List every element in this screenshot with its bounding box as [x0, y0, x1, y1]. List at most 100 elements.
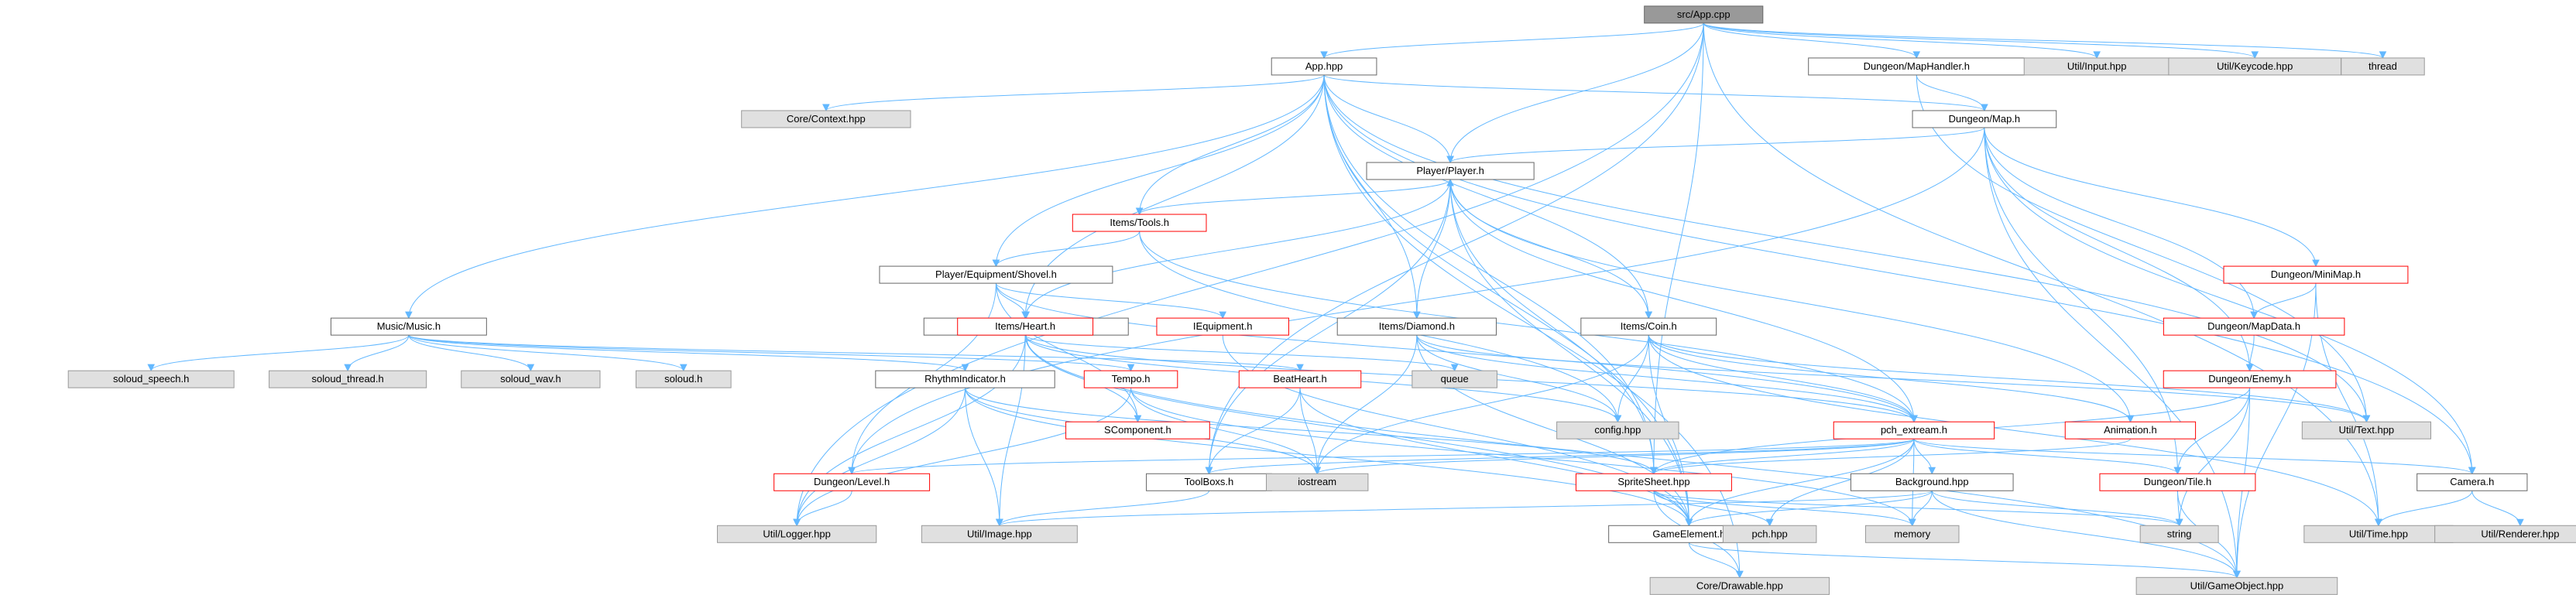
edge-music-to-tempo [408, 334, 1132, 371]
edge-app_hpp-to-music [408, 74, 1325, 319]
node-enemy[interactable]: Dungeon/Enemy.h [2163, 370, 2337, 388]
node-shovel[interactable]: Player/Equipment/Shovel.h [879, 265, 1113, 284]
node-mapdata[interactable]: Dungeon/MapData.h [2163, 317, 2345, 336]
node-config[interactable]: config.hpp [1556, 421, 1679, 439]
node-camera[interactable]: Camera.h [2417, 473, 2528, 491]
node-box [2139, 525, 2219, 543]
node-app_hpp[interactable]: App.hpp [1271, 57, 1377, 76]
node-label: App.hpp [1305, 60, 1343, 72]
edge-tempo-to-memory [1130, 388, 1913, 526]
node-dmap[interactable]: Dungeon/Map.h [1912, 110, 2057, 128]
arrowhead-app_cpp-to-app_hpp [1320, 51, 1328, 60]
node-spritesheet[interactable]: SpriteSheet.hpp [1575, 473, 1732, 491]
node-heart[interactable]: Items/Heart.h [957, 317, 1094, 336]
node-context[interactable]: Core/Context.hpp [741, 110, 911, 128]
arrowhead-camera-to-time [2375, 518, 2382, 527]
node-player[interactable]: Player/Player.h [1366, 162, 1535, 180]
node-text[interactable]: Util/Text.hpp [2301, 421, 2431, 439]
arrowhead-coin-to-config [1614, 415, 1622, 423]
edge-music-to-beatheart [408, 334, 1301, 371]
node-image[interactable]: Util/Image.hpp [921, 525, 1078, 543]
node-box [1575, 473, 1732, 491]
edge-app_cpp-to-input [1703, 22, 2098, 59]
node-app_cpp[interactable]: src/App.cpp [1644, 5, 1764, 24]
node-music[interactable]: Music/Music.h [330, 317, 487, 336]
node-swav[interactable]: soloud_wav.h [461, 370, 601, 388]
node-box [1722, 525, 1817, 543]
node-scomp[interactable]: SComponent.h [1065, 421, 1210, 439]
node-label: Util/Keycode.hpp [2217, 60, 2293, 72]
edge-coin-to-pch_ext [1648, 335, 1915, 422]
arrowhead-app_cpp-to-mapHandler [1912, 51, 1921, 60]
node-box [1649, 576, 1830, 595]
node-mapHandler[interactable]: Dungeon/MapHandler.h [1808, 57, 2025, 76]
node-box [2099, 473, 2256, 491]
node-string[interactable]: string [2139, 525, 2219, 543]
node-label: Dungeon/Level.h [814, 476, 890, 487]
node-queue[interactable]: queue [1411, 370, 1497, 388]
edge-app_cpp-to-logger [796, 22, 1704, 526]
edge-pch_ext-to-player [1449, 179, 1915, 422]
node-label: Dungeon/Tile.h [2144, 476, 2212, 487]
node-iequip[interactable]: IEquipment.h [1156, 317, 1289, 336]
node-iostream[interactable]: iostream [1266, 473, 1369, 491]
edge-rhythm-to-image [965, 388, 1000, 526]
edge-coin-to-iostream [1316, 335, 1649, 474]
edge-coin-to-time [1648, 335, 2379, 526]
node-tools[interactable]: Items/Tools.h [1072, 214, 1207, 232]
node-box [2223, 265, 2409, 284]
edge-beatheart-to-iostream [1299, 388, 1318, 474]
node-toolboxs[interactable]: ToolBoxs.h [1146, 473, 1272, 491]
node-renderer[interactable]: Util/Renderer.hpp [2434, 525, 2576, 543]
edge-player-to-heart [1024, 179, 1451, 319]
edge-app_cpp-to-spritesheet [1653, 22, 1704, 474]
arrowhead-animation-to-spritesheet [1650, 467, 1658, 475]
node-thread[interactable]: thread [2341, 57, 2425, 76]
edge-diamond-to-config [1416, 335, 1618, 422]
edge-app_hpp-to-text [1323, 74, 2367, 422]
node-rhythm[interactable]: RhythmIndicator.h [875, 370, 1055, 388]
node-input[interactable]: Util/Input.hpp [2023, 57, 2170, 76]
node-time[interactable]: Util/Time.hpp [2303, 525, 2454, 543]
edge-pch_ext-to-toolboxs [1208, 438, 1915, 474]
node-keycode[interactable]: Util/Keycode.hpp [2168, 57, 2342, 76]
node-background[interactable]: Background.hpp [1850, 473, 2014, 491]
node-drawable[interactable]: Core/Drawable.hpp [1649, 576, 1830, 595]
node-minimap[interactable]: Dungeon/MiniMap.h [2223, 265, 2409, 284]
node-label: Util/Time.hpp [2349, 528, 2408, 539]
arrowhead-app_hpp-to-context [822, 104, 830, 112]
node-box [879, 265, 1113, 284]
node-soloud[interactable]: soloud.h [635, 370, 732, 388]
node-label: Background.hpp [1895, 476, 1969, 487]
edge-toolboxs-to-image [999, 491, 1209, 526]
node-level[interactable]: Dungeon/Level.h [773, 473, 931, 491]
node-gameobject[interactable]: Util/GameObject.hpp [2135, 576, 2338, 595]
arrowhead-music-to-tempo [1127, 364, 1135, 372]
edge-background-to-string [1931, 491, 2180, 526]
node-speech[interactable]: soloud_speech.h [67, 370, 235, 388]
edge-spritesheet-to-pch [1653, 491, 1771, 526]
node-memory[interactable]: memory [1864, 525, 1960, 543]
edge-rhythm-to-spritesheet [965, 388, 1655, 474]
edge-dmap-to-gameobject [1984, 127, 2238, 578]
edge-app_hpp-to-dmap [1323, 74, 1985, 111]
node-coin[interactable]: Items/Coin.h [1580, 317, 1717, 336]
node-tempo[interactable]: Tempo.h [1083, 370, 1178, 388]
node-animation[interactable]: Animation.h [2064, 421, 2197, 439]
edge-pch_ext-to-spritesheet [1653, 438, 1915, 474]
edge-player-to-coin [1449, 179, 1649, 319]
node-box [717, 525, 877, 543]
node-logger[interactable]: Util/Logger.hpp [717, 525, 877, 543]
node-pch_ext[interactable]: pch_extream.h [1833, 421, 1995, 439]
node-label: Player/Player.h [1416, 165, 1484, 176]
node-tile[interactable]: Dungeon/Tile.h [2099, 473, 2256, 491]
node-diamond[interactable]: Items/Diamond.h [1336, 317, 1497, 336]
node-beatheart[interactable]: BeatHeart.h [1238, 370, 1362, 388]
edge-music-to-swav [408, 334, 531, 371]
edge-background-to-gameelement [1688, 491, 1933, 526]
node-pch[interactable]: pch.hpp [1722, 525, 1817, 543]
arrowhead-pch_ext-to-toolboxs [1205, 467, 1213, 475]
node-sthread[interactable]: soloud_thread.h [269, 370, 427, 388]
arrowhead-shovel-to-entshovel [1022, 311, 1031, 320]
